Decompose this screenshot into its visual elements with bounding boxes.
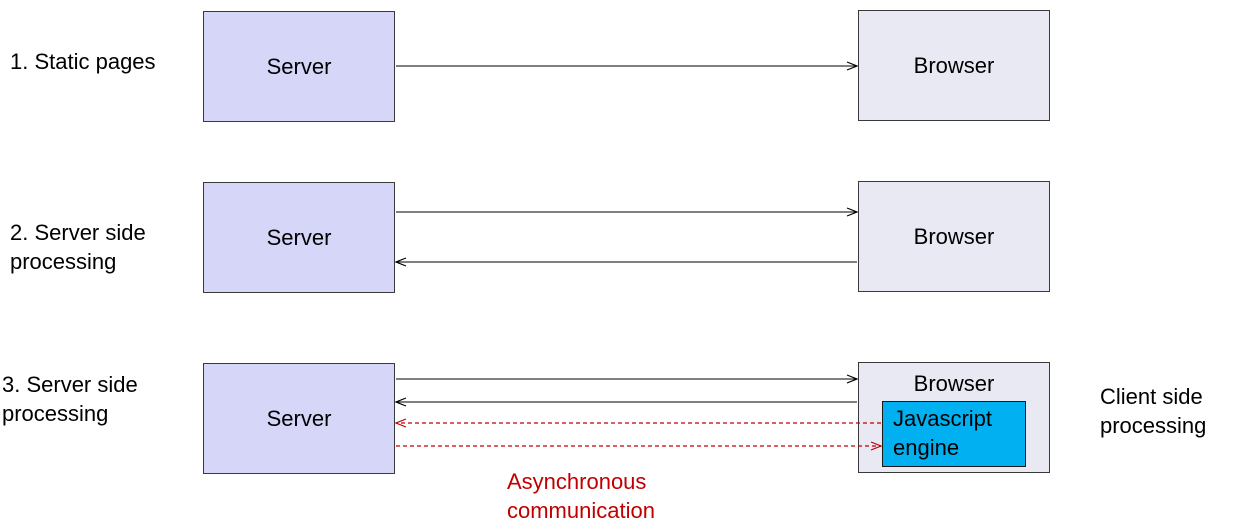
row1-browser-box: Browser: [858, 10, 1050, 121]
row3-label: 3. Server side processing: [2, 372, 138, 426]
row2-server-box: Server: [203, 182, 395, 293]
javascript-engine-box: Javascript engine: [882, 401, 1026, 467]
row2-label: 2. Server side processing: [10, 220, 146, 274]
row2-browser-box: Browser: [858, 181, 1050, 292]
row1-label: 1. Static pages: [10, 49, 156, 74]
client-side-processing-label: Client side processing: [1100, 384, 1207, 438]
row3-server-box: Server: [203, 363, 395, 474]
row1-server-box: Server: [203, 11, 395, 122]
asynchronous-communication-label: Asynchronous communication: [507, 469, 655, 523]
